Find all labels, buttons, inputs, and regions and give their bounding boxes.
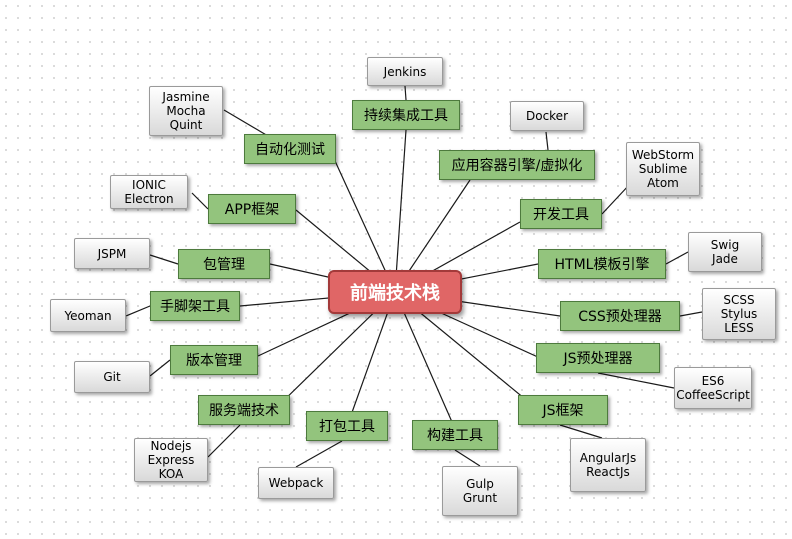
tool-preprocessors[interactable]: SCSS Stylus LESS xyxy=(702,288,776,340)
tool-testing[interactable]: Jasmine Mocha Quint xyxy=(149,86,223,136)
category-autotest[interactable]: 自动化测试 xyxy=(244,134,336,164)
category-build[interactable]: 构建工具 xyxy=(412,420,498,450)
link-bundle-webpack xyxy=(295,440,343,468)
tool-gulp[interactable]: Gulp Grunt xyxy=(442,466,518,516)
tool-templates[interactable]: Swig Jade xyxy=(688,232,762,272)
category-ci[interactable]: 持续集成工具 xyxy=(352,100,460,130)
tool-git-label: Git xyxy=(103,370,121,384)
tool-gulp-label: Gulp Grunt xyxy=(462,477,498,505)
tool-yeoman-label: Yeoman xyxy=(64,308,112,323)
tool-templates-label: Swig Jade xyxy=(710,238,740,266)
tool-preprocessors-label: SCSS Stylus LESS xyxy=(720,293,758,335)
tool-editors[interactable]: WebStorm Sublime Atom xyxy=(626,142,700,196)
tool-git[interactable]: Git xyxy=(74,361,150,393)
tool-webpack-label: Webpack xyxy=(268,476,324,490)
link-app-hybrid xyxy=(191,192,209,210)
tool-editors-label: WebStorm Sublime Atom xyxy=(631,148,695,190)
link-pkg-jspm xyxy=(149,254,179,265)
tool-jspm[interactable]: JSPM xyxy=(74,238,150,269)
category-app[interactable]: APP框架 xyxy=(208,194,296,224)
link-vcs-git xyxy=(149,359,171,377)
link-ci-jenkins xyxy=(404,85,407,101)
tool-webpack[interactable]: Webpack xyxy=(258,467,334,499)
link-server-node xyxy=(207,424,241,458)
link-html-templates xyxy=(665,251,689,265)
category-html[interactable]: HTML模板引擎 xyxy=(538,249,666,279)
category-pkg[interactable]: 包管理 xyxy=(178,249,270,279)
tool-es-label: ES6 CoffeeScript xyxy=(676,374,750,402)
tool-es[interactable]: ES6 CoffeeScript xyxy=(674,367,752,409)
tool-docker-label: Docker xyxy=(525,109,569,123)
link-autotest-testing xyxy=(223,109,269,137)
category-jsfw[interactable]: JS框架 xyxy=(518,395,608,425)
category-bundle[interactable]: 打包工具 xyxy=(306,411,388,441)
link-build-gulp xyxy=(454,449,481,467)
tool-yeoman[interactable]: Yeoman xyxy=(50,299,126,332)
tool-hybrid[interactable]: IONIC Electron xyxy=(110,175,188,209)
link-devtools-editors xyxy=(601,183,631,215)
category-vcs[interactable]: 版本管理 xyxy=(170,345,258,375)
link-jsfw-frameworks xyxy=(559,424,603,439)
tool-jspm-label: JSPM xyxy=(97,246,127,261)
center-node[interactable]: 前端技术栈 xyxy=(328,270,462,314)
tool-jenkins[interactable]: Jenkins xyxy=(367,57,443,86)
tool-frameworks-label: AngularJs ReactJs xyxy=(579,451,637,479)
category-server[interactable]: 服务端技术 xyxy=(198,395,290,425)
category-scaffold[interactable]: 手脚架工具 xyxy=(150,291,240,321)
link-center-ci xyxy=(394,129,407,293)
category-devtools[interactable]: 开发工具 xyxy=(520,199,602,229)
tool-node-label: Nodejs Express KOA xyxy=(147,439,195,481)
tool-jenkins-label: Jenkins xyxy=(383,64,427,79)
link-css-preprocessors xyxy=(679,311,703,317)
link-container-docker xyxy=(545,131,549,151)
tool-hybrid-label: IONIC Electron xyxy=(124,178,174,206)
category-css[interactable]: CSS预处理器 xyxy=(560,301,680,331)
tool-testing-label: Jasmine Mocha Quint xyxy=(162,90,210,132)
link-scaffold-yeoman xyxy=(125,305,151,317)
tool-node[interactable]: Nodejs Express KOA xyxy=(134,438,208,482)
tool-docker[interactable]: Docker xyxy=(510,101,584,131)
link-center-autotest xyxy=(329,149,396,293)
tool-frameworks[interactable]: AngularJs ReactJs xyxy=(570,438,646,492)
category-jspre[interactable]: JS预处理器 xyxy=(536,343,660,373)
link-jspre-es xyxy=(597,372,675,389)
category-container[interactable]: 应用容器引擎/虚拟化 xyxy=(439,150,595,180)
